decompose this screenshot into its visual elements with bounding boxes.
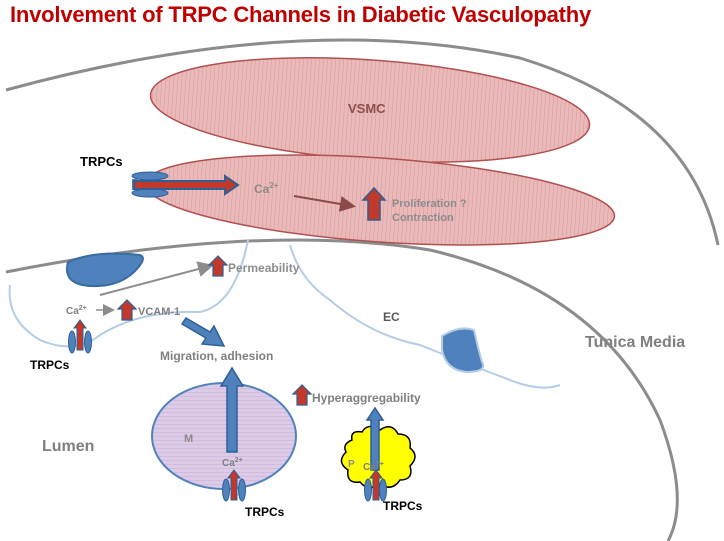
arrow-vcam-to-migration <box>180 316 226 347</box>
up-arrow-proliferation <box>361 186 387 221</box>
up-arrow-vcam <box>116 299 138 321</box>
trpcs-monocyte-label: TRPCs <box>245 505 285 519</box>
trpc-channel-platelet <box>364 469 387 502</box>
trpcs-vsmc-label: TRPCs <box>80 154 123 169</box>
up-arrow-permeability <box>207 255 229 277</box>
arrow-to-permeability <box>99 261 214 296</box>
vcam-label: VCAM-1 <box>138 306 180 318</box>
platelet-label: P <box>348 459 355 470</box>
up-arrow-monocyte-migration <box>219 366 245 453</box>
ca-platelet-label: Ca2+ <box>363 461 384 473</box>
endothelial-cell-border-right <box>289 244 561 389</box>
tunica-media-label: Tunica Media <box>585 334 685 351</box>
trpcs-ec-label: TRPCs <box>30 358 70 372</box>
inner-vessel-wall <box>5 238 679 541</box>
hyperaggregability-label: Hyperaggregability <box>312 391 421 405</box>
outer-vessel-wall <box>5 38 720 246</box>
contraction-label: Contraction <box>392 212 454 224</box>
ec-nucleus-left <box>66 252 144 288</box>
ec-nucleus-right <box>441 327 485 374</box>
page-title: Involvement of TRPC Channels in Diabetic… <box>10 2 592 27</box>
monocyte-cell <box>151 382 297 490</box>
lumen-label: Lumen <box>42 438 94 455</box>
ca-vsmc-label: Ca2+ <box>254 181 279 196</box>
monocyte-label: M <box>184 433 193 445</box>
ec-label: EC <box>383 310 400 324</box>
arrow-ca-to-proliferation <box>293 195 356 212</box>
vsmc-label: VSMC <box>348 101 386 116</box>
up-arrow-hyperaggregability <box>291 384 313 406</box>
trpcs-platelet-label: TRPCs <box>383 499 423 513</box>
migration-label: Migration, adhesion <box>160 349 273 363</box>
proliferation-label: Proliferation ? <box>392 198 467 210</box>
permeability-label: Permeability <box>228 261 300 275</box>
trpc-channel-monocyte <box>222 469 246 502</box>
endothelial-cell-border-left <box>8 239 249 348</box>
ca-ec-label: Ca2+ <box>66 305 87 317</box>
trpc-channel-ec <box>68 319 92 354</box>
ca-influx-arrow-vsmc <box>133 174 240 196</box>
up-arrow-platelet <box>365 406 385 471</box>
ca-monocyte-label: Ca2+ <box>222 457 243 469</box>
